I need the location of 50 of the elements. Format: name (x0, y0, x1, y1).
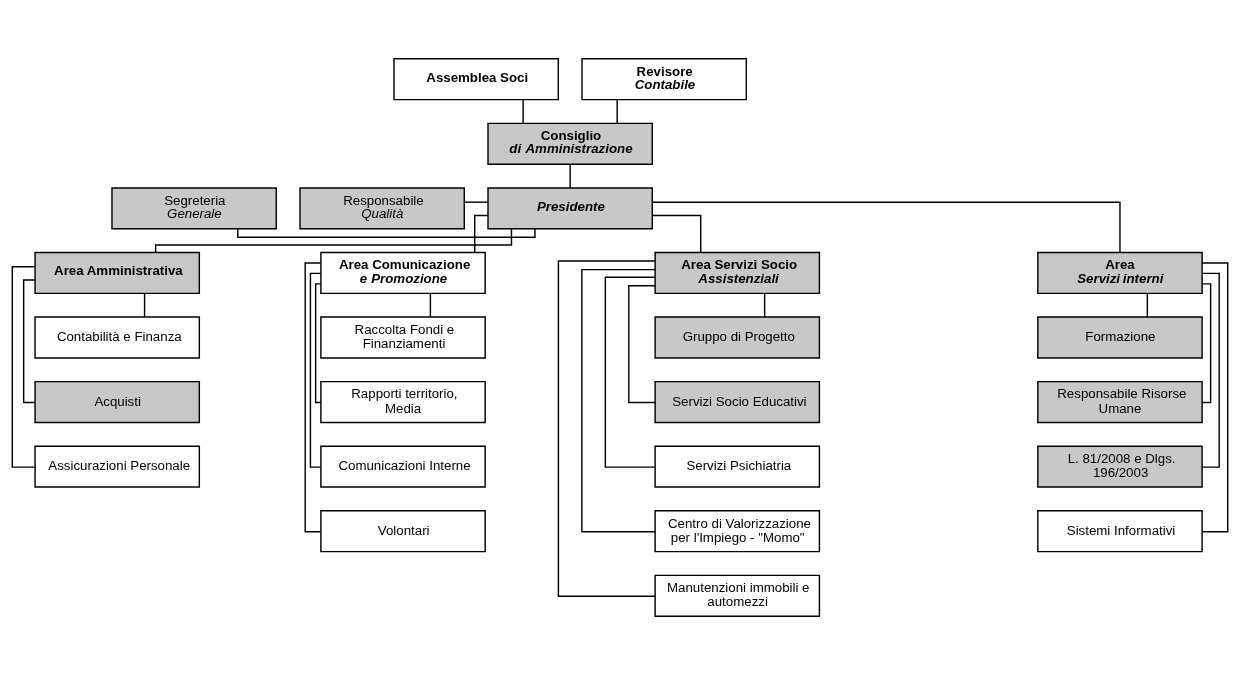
node-box: Consiglio di Amministrazione (487, 122, 653, 165)
node-box: Comunicazioni Interne (320, 445, 486, 488)
node-box: Area Servizi Socio Assistenziali (654, 251, 821, 295)
node-box: Contabilità e Finanza (34, 316, 201, 359)
connector (616, 98, 618, 124)
connector (1201, 272, 1220, 468)
node-box: Segreteria Generale (111, 187, 277, 230)
connector (581, 268, 656, 533)
connector (763, 292, 766, 318)
connector (474, 214, 489, 254)
node-box: Volontari (320, 510, 486, 553)
connector (1201, 283, 1212, 404)
node-box: Servizi Psichiatria (654, 445, 821, 488)
connector (628, 285, 656, 404)
node-box: Servizi Socio Educativi (654, 380, 821, 424)
connector (1201, 262, 1229, 533)
connector (522, 98, 524, 124)
connector (22, 279, 36, 404)
node-box: Area Servizi interni (1037, 251, 1203, 295)
connector (143, 292, 146, 318)
node-box: Centro di Valorizzazione per l'Impiego - "Momo" (654, 510, 821, 553)
node-box: Revisore Contabile (581, 58, 747, 101)
node-box: Presidente (487, 187, 653, 230)
connector (429, 292, 432, 318)
node-box: Responsabile Qualità (299, 187, 465, 230)
connector (651, 214, 702, 254)
node-box: Area Amministrativa (34, 251, 201, 295)
node-box: Formazione (1037, 316, 1203, 359)
node-box: Gruppo di Progetto (654, 316, 821, 359)
connector (651, 201, 1121, 254)
connector (237, 228, 536, 239)
node-box: Assicurazioni Personale (34, 445, 201, 488)
node-box: Rapporti territorio, Media (320, 380, 486, 424)
node-box: Raccolta Fondi e Finanziamenti (320, 316, 486, 359)
connector (604, 276, 656, 468)
node-box: L. 81/2008 e Dlgs. 196/2003 (1037, 445, 1203, 488)
connector (463, 201, 489, 203)
connector (154, 228, 513, 253)
connector (557, 260, 656, 597)
connector (309, 272, 322, 468)
node-box: Acquisti (34, 380, 201, 424)
node-box: Area Comunicazione e Promozione (320, 251, 486, 295)
connector (1146, 292, 1149, 318)
connector (569, 163, 571, 189)
node-box: Responsabile Risorse Umane (1037, 380, 1203, 424)
connector (314, 283, 322, 404)
node-box: Manutenzioni immobili e automezzi (654, 574, 821, 617)
node-box: Assemblea Soci (393, 58, 559, 101)
node-box: Sistemi Informativi (1037, 510, 1203, 553)
connector (11, 266, 36, 468)
